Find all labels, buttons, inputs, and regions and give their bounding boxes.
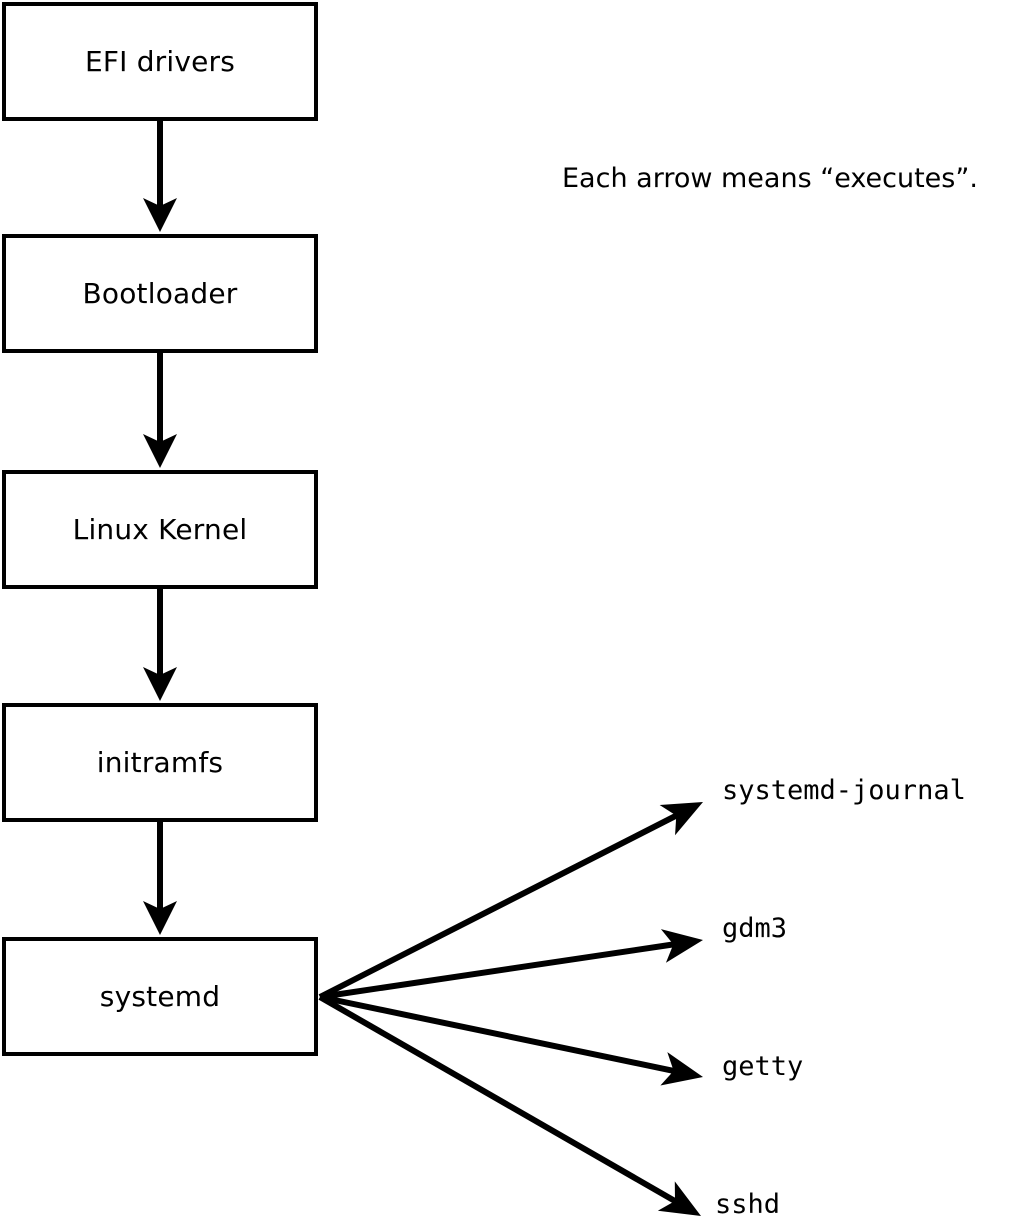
arrowhead-efi-drivers-to-bootloader [143, 198, 177, 232]
service-label-gdm3[interactable]: gdm3 [722, 913, 788, 944]
boot-chain-connectors [143, 121, 177, 935]
arrowhead-initramfs-to-systemd [143, 901, 177, 935]
stage-label-initramfs: initramfs [96, 745, 224, 779]
service-label-systemd-journal[interactable]: systemd-journal [722, 775, 966, 806]
connector-line-systemd-to-gdm3 [319, 941, 676, 1000]
stage-box-linux-kernel[interactable]: Linux Kernel [2, 470, 318, 589]
stage-box-bootloader[interactable]: Bootloader [2, 234, 318, 353]
connector-line-systemd-to-systemd-journal [318, 812, 680, 1000]
arrowhead-systemd-to-gdm3 [660, 929, 703, 963]
arrowhead-systemd-to-getty [660, 1052, 703, 1086]
arrowhead-bootloader-to-linux-kernel [143, 434, 177, 468]
connector-line-systemd-to-sshd [318, 994, 679, 1205]
stage-box-initramfs[interactable]: initramfs [2, 703, 318, 822]
connector-line-systemd-to-getty [319, 994, 677, 1075]
stage-label-linux-kernel: Linux Kernel [72, 512, 248, 546]
service-label-getty[interactable]: getty [722, 1051, 804, 1082]
arrowhead-systemd-to-sshd [657, 1181, 701, 1216]
legend-note: Each arrow means “executes”. [562, 163, 978, 194]
arrowhead-linux-kernel-to-initramfs [143, 667, 177, 701]
stage-label-efi-drivers: EFI drivers [84, 44, 236, 78]
stage-label-systemd: systemd [99, 979, 221, 1013]
service-fan-connectors [318, 802, 703, 1216]
stage-box-systemd[interactable]: systemd [2, 937, 318, 1056]
arrowhead-systemd-to-systemd-journal [659, 802, 703, 836]
stage-label-bootloader: Bootloader [82, 276, 238, 310]
service-label-sshd[interactable]: sshd [715, 1189, 781, 1220]
stage-box-efi-drivers[interactable]: EFI drivers [2, 2, 318, 121]
